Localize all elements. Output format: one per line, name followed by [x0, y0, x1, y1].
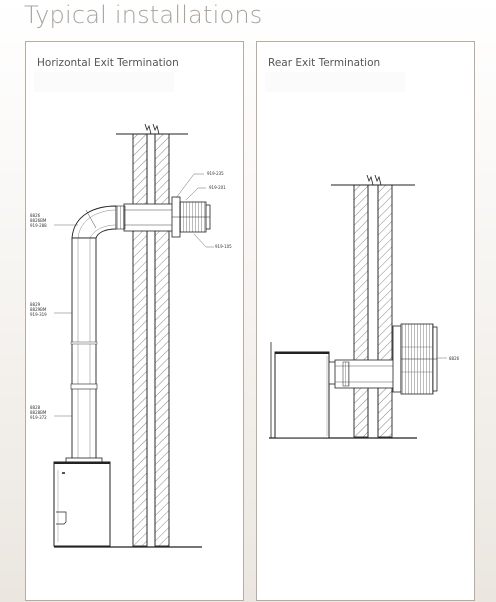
vent-elbow: [71, 205, 117, 239]
appliance-heater: [53, 457, 111, 547]
label-left-elbow-3: 919-288: [30, 223, 47, 228]
page-title: Typical installations: [24, 1, 263, 29]
horizontal-vent-pipe: [115, 203, 175, 232]
leader-lines: [54, 173, 214, 417]
label-left-low-3: 919-372: [30, 415, 47, 420]
appliance-heater: [274, 351, 330, 439]
panel-note-area: [34, 72, 174, 92]
label-left-elbow-1: 8826: [30, 213, 41, 218]
termination-cap: [171, 196, 211, 238]
panel-note-area: [265, 72, 405, 92]
label-left-mid-2: 8829BM: [30, 307, 47, 312]
wall: [116, 123, 188, 547]
label-top-right-1: 919-235: [207, 171, 224, 176]
panel-title: Horizontal Exit Termination: [37, 57, 179, 69]
panel-rear-exit: Rear Exit Termination: [256, 41, 475, 601]
label-left-elbow-2: 8826BM: [30, 218, 47, 223]
label-left-low-1: 8828: [30, 405, 41, 410]
label-left-low-2: 8828BM: [30, 410, 47, 415]
panel-horizontal-exit: Horizontal Exit Termination: [25, 41, 244, 601]
label-left-mid-3: 919-319: [30, 312, 47, 317]
horizontal-exit-diagram: 919-235 919-201 919-105 8826 8826BM 919-…: [30, 123, 232, 548]
horizontal-vent-pipe: [328, 359, 398, 389]
label-top-right-2: 919-201: [209, 185, 226, 190]
wall: [331, 174, 415, 438]
termination-cap: [392, 323, 438, 395]
label-left-mid-1: 8829: [30, 302, 41, 307]
label-right: 8826: [449, 356, 460, 361]
rear-exit-diagram: 8826: [269, 174, 460, 439]
panel-title: Rear Exit Termination: [268, 57, 381, 69]
label-right-bottom: 919-105: [215, 244, 232, 249]
vertical-vent-pipe: [70, 237, 98, 463]
